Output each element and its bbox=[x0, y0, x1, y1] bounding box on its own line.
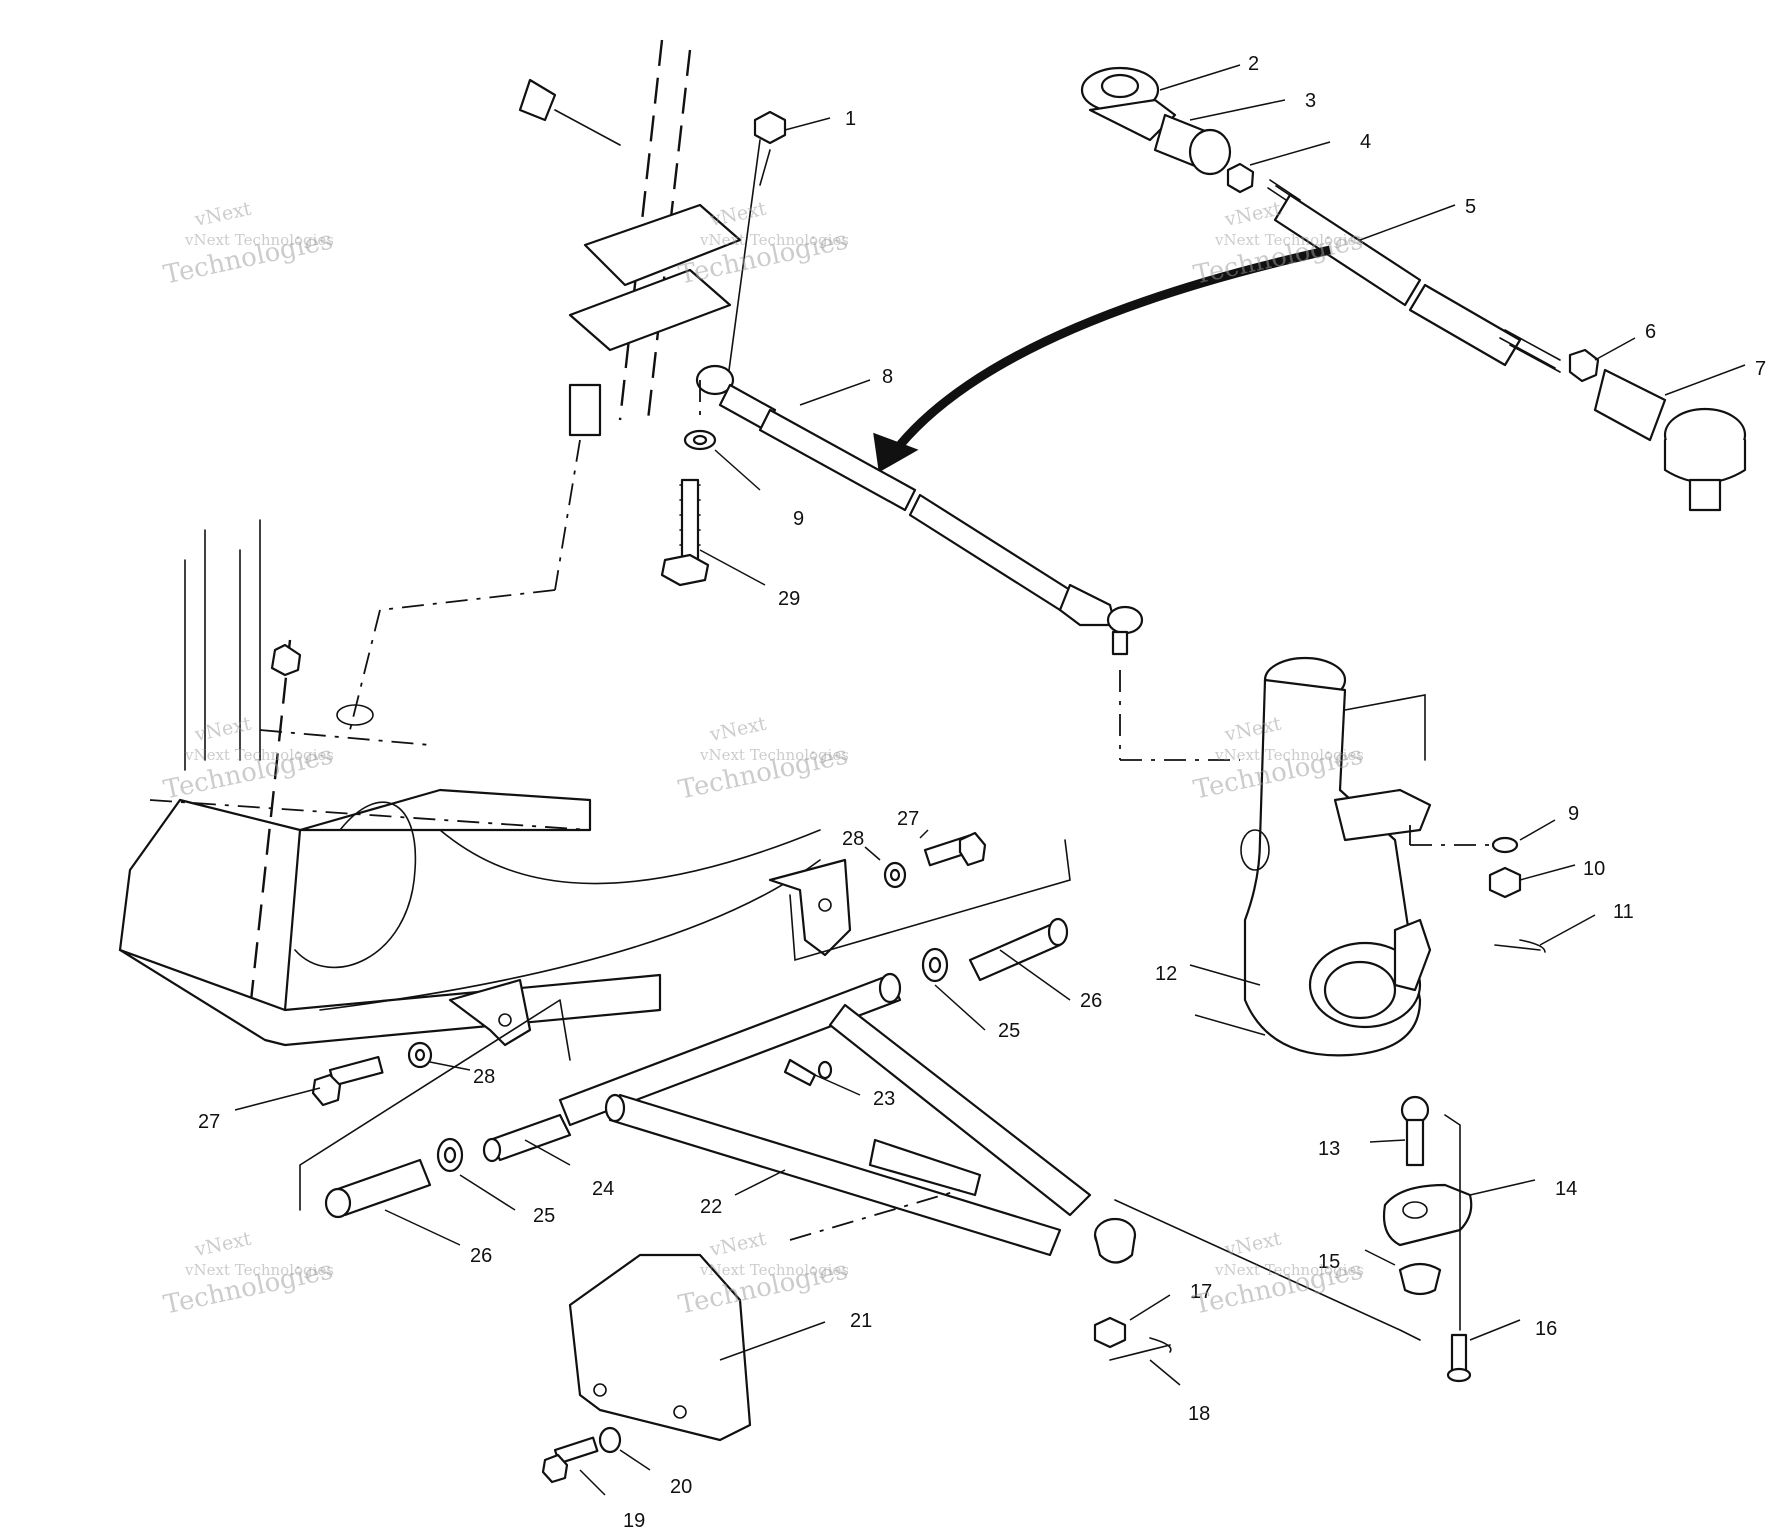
watermark-line1: vNext Technologies bbox=[184, 1261, 334, 1279]
callout-15: 15 bbox=[1318, 1251, 1340, 1273]
watermark-echo: vNext bbox=[707, 198, 769, 232]
callout-13: 13 bbox=[1318, 1138, 1340, 1160]
nut-part-1 bbox=[753, 110, 787, 186]
watermark-line1: vNext Technologies bbox=[184, 231, 334, 249]
callout-7: 7 bbox=[1755, 358, 1766, 380]
callout-28b: 28 bbox=[473, 1066, 495, 1088]
watermark-line1: vNext Technologies bbox=[699, 1261, 849, 1279]
watermark-line1: vNext Technologies bbox=[699, 746, 849, 764]
direction-arrow bbox=[873, 245, 1331, 473]
ball-joint-hardware bbox=[1093, 1095, 1473, 1383]
tie-rod-part-8 bbox=[695, 364, 1240, 761]
callout-26b: 26 bbox=[470, 1245, 492, 1267]
callout-25b: 25 bbox=[533, 1205, 555, 1227]
watermark-line1: vNext Technologies bbox=[1214, 1261, 1364, 1279]
spindle-knuckle-part-12 bbox=[1240, 656, 1432, 1057]
callout-21: 21 bbox=[850, 1310, 872, 1332]
watermark-echo: vNext bbox=[192, 198, 254, 232]
upper-hardware bbox=[311, 831, 987, 1107]
mount-brackets bbox=[299, 839, 1071, 1211]
watermark-echo: vNext bbox=[192, 713, 254, 747]
callout-11: 11 bbox=[1613, 901, 1634, 923]
callout-1: 1 bbox=[845, 108, 856, 130]
callout-20: 20 bbox=[670, 1476, 692, 1498]
callout-5: 5 bbox=[1465, 196, 1476, 218]
tie-rod-detail-assembly bbox=[1080, 66, 1747, 512]
callout-9a: 9 bbox=[793, 508, 804, 530]
callout-12: 12 bbox=[1155, 963, 1177, 985]
callout-24: 24 bbox=[592, 1178, 614, 1200]
watermark-line1: vNext Technologies bbox=[1214, 231, 1364, 249]
callout-8: 8 bbox=[882, 366, 893, 388]
callout-4: 4 bbox=[1360, 131, 1371, 153]
callout-25a: 25 bbox=[998, 1020, 1020, 1042]
callout-29: 29 bbox=[778, 588, 800, 610]
callout-22: 22 bbox=[700, 1196, 722, 1218]
callout-numbers: 1 2 3 4 5 6 7 8 9 29 9 10 11 12 28 27 26… bbox=[198, 53, 1766, 1532]
watermark-line1: vNext Technologies bbox=[699, 231, 849, 249]
right-hardware bbox=[1409, 825, 1546, 953]
a-arm-part-22 bbox=[558, 972, 1137, 1264]
callout-26a: 26 bbox=[1080, 990, 1102, 1012]
callout-18: 18 bbox=[1188, 1403, 1210, 1425]
washer-and-bolt bbox=[660, 380, 717, 587]
skid-plate-part-21 bbox=[541, 1189, 961, 1484]
leader-lines bbox=[234, 64, 1746, 1496]
watermark-line1: vNext Technologies bbox=[184, 746, 334, 764]
callout-3: 3 bbox=[1305, 90, 1316, 112]
steering-column bbox=[349, 39, 761, 731]
callout-16: 16 bbox=[1535, 1318, 1557, 1340]
watermark-echo: vNext bbox=[192, 1228, 254, 1262]
pivot-tubes bbox=[324, 917, 1069, 1219]
callout-19: 19 bbox=[623, 1510, 645, 1532]
watermark-echo: vNext bbox=[1222, 198, 1284, 232]
callout-28a: 28 bbox=[842, 828, 864, 850]
watermark-line1: vNext Technologies bbox=[1214, 746, 1364, 764]
callout-17: 17 bbox=[1190, 1281, 1212, 1303]
callout-9b: 9 bbox=[1568, 803, 1579, 825]
callout-14: 14 bbox=[1555, 1178, 1577, 1200]
callout-10: 10 bbox=[1583, 858, 1605, 880]
watermark-echo: vNext bbox=[1222, 1228, 1284, 1262]
callout-27a: 27 bbox=[897, 808, 919, 830]
callout-27b: 27 bbox=[198, 1111, 220, 1133]
watermark-echo: vNext bbox=[707, 713, 769, 747]
callout-6: 6 bbox=[1645, 321, 1656, 343]
watermark-echo: vNext bbox=[707, 1228, 769, 1262]
callout-23: 23 bbox=[873, 1088, 895, 1110]
callout-2: 2 bbox=[1248, 53, 1259, 75]
